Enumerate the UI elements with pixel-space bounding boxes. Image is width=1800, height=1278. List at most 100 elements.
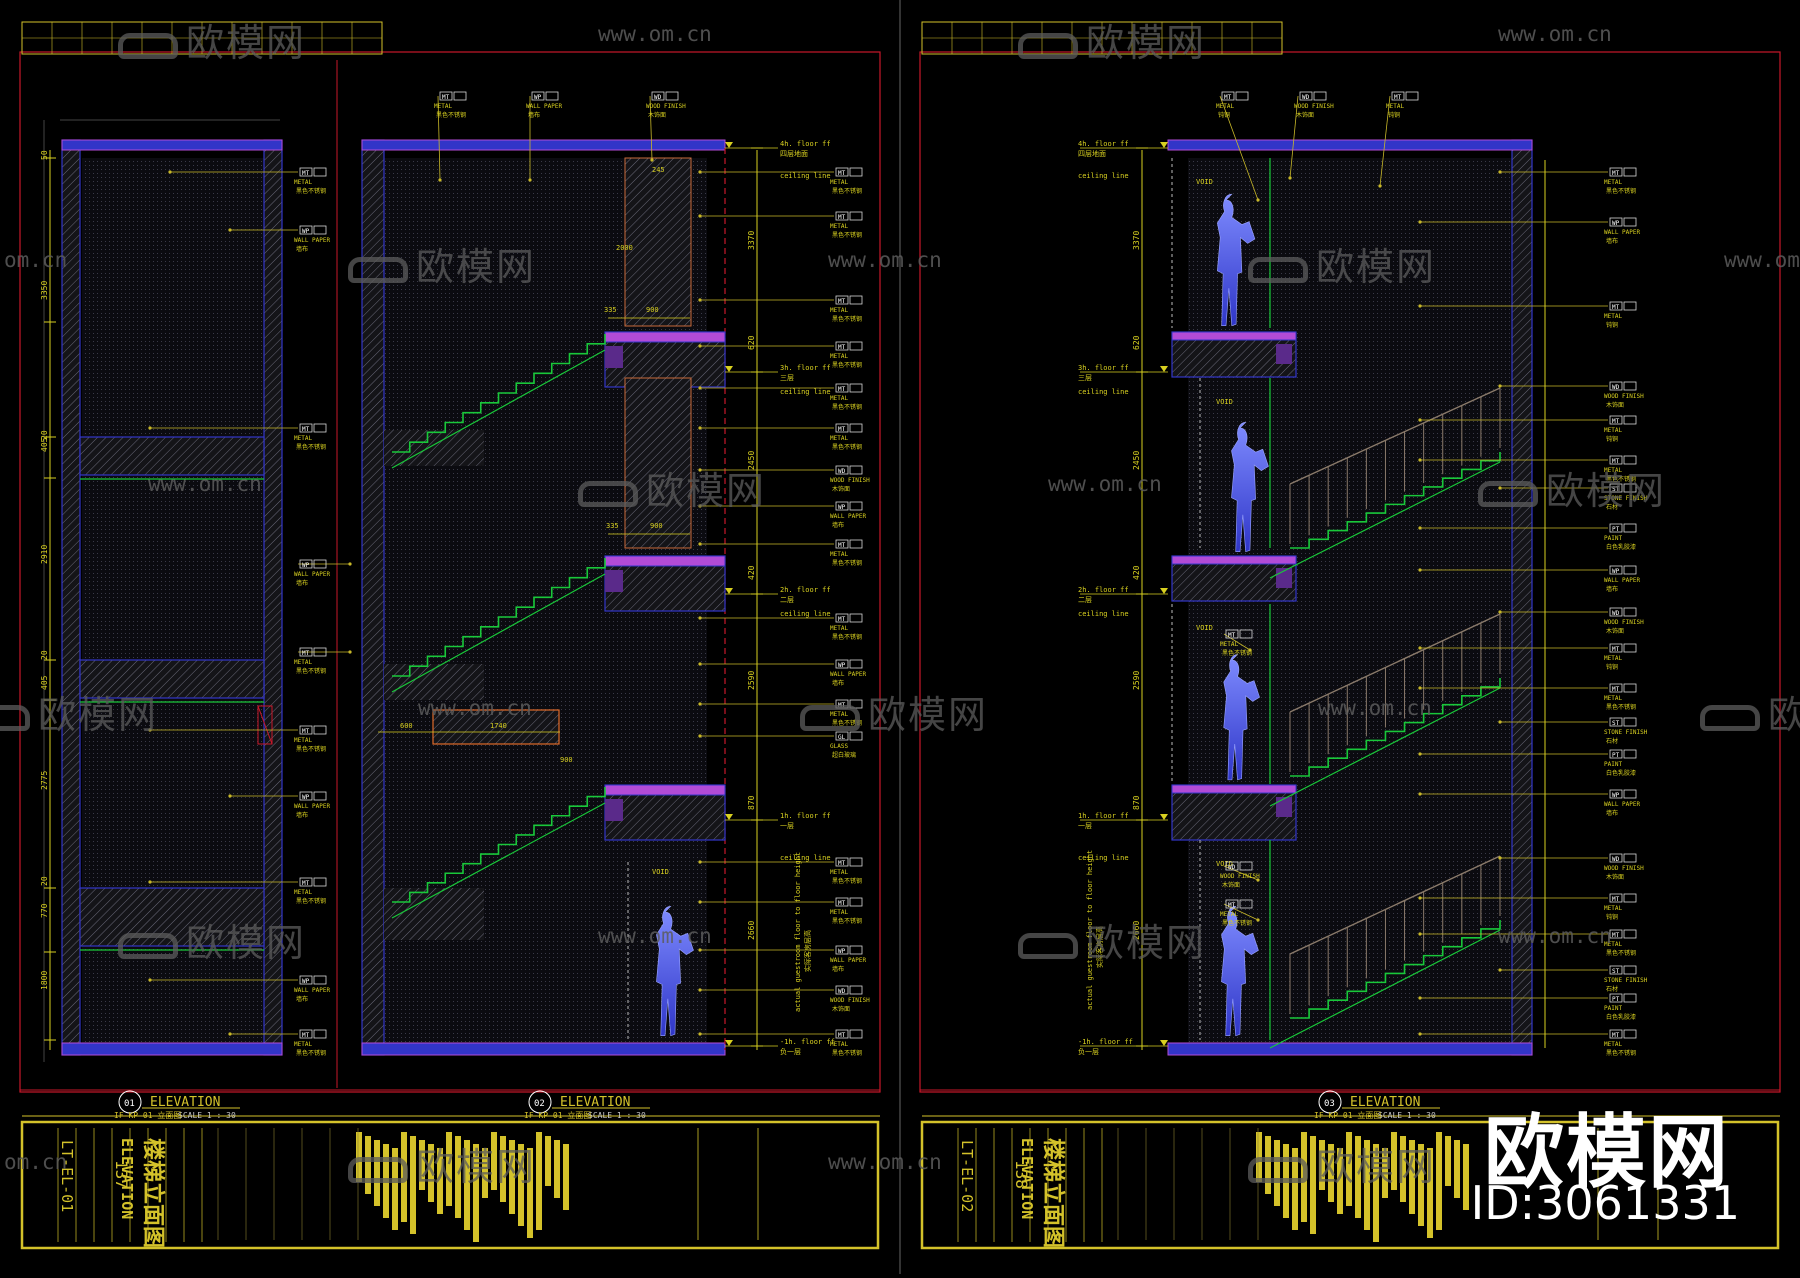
material-code-box: [439, 91, 453, 101]
material-name: METAL: [1604, 695, 1622, 702]
dimension-value: 245: [652, 166, 665, 174]
material-name: METAL: [830, 353, 848, 360]
title-text-block: [1445, 1136, 1451, 1186]
material-index-box: [1623, 929, 1637, 939]
material-name-cn: 黑色不锈钢: [1606, 703, 1636, 711]
leader-dot-icon: [698, 1032, 702, 1036]
material-name: WALL PAPER: [830, 513, 867, 520]
material-name: METAL: [1604, 427, 1622, 434]
dimension-value: 20: [40, 876, 49, 886]
material-name: WOOD FINISH: [1604, 393, 1644, 400]
view-number: 02: [534, 1099, 545, 1109]
material-name-cn: 墙布: [296, 995, 308, 1003]
ceiling-label: ceiling line: [780, 172, 831, 180]
material-name-cn: 黑色不锈钢: [832, 361, 862, 369]
material-name-cn: 石材: [1606, 737, 1618, 745]
material-name: GLASS: [830, 743, 848, 750]
material-index-box: [849, 1029, 863, 1039]
leader-dot-icon: [1498, 610, 1502, 614]
level-label-cn: 一层: [780, 822, 794, 830]
title-text-block: [500, 1136, 506, 1202]
level-marker-icon: [725, 588, 733, 594]
material-name-cn: 木饰面: [1606, 401, 1624, 409]
dimension-value: 620: [747, 335, 756, 350]
watermark-model-id: ID:3061331: [1470, 1176, 1740, 1230]
material-name-cn: 钝铜: [1606, 913, 1618, 921]
view-tag-circle: [1318, 1090, 1342, 1114]
material-name: PAINT: [1604, 1005, 1622, 1012]
material-name-cn: 钝铜: [1606, 435, 1618, 443]
leader-line: [1219, 95, 1259, 201]
title-text-block: [374, 1140, 380, 1206]
leader-dot-icon: [698, 988, 702, 992]
material-name: WALL PAPER: [526, 103, 563, 110]
material-code: MT: [838, 616, 846, 623]
material-code-box: [835, 167, 849, 177]
level-marker-icon: [725, 142, 733, 148]
material-name-cn: 黑色不锈钢: [832, 403, 862, 411]
material-code: WP: [1612, 792, 1620, 799]
material-name: WOOD FINISH: [1604, 619, 1644, 626]
level-label: 3h. floor ff: [780, 364, 831, 372]
stair-soffit: [1269, 687, 1501, 807]
material-code: MT: [838, 386, 846, 393]
material-index-box: [1239, 899, 1253, 909]
dimension-value: 20: [40, 430, 49, 440]
leader-dot-icon: [1498, 384, 1502, 388]
material-name-cn: 黑色不锈钢: [1606, 187, 1636, 195]
material-name-cn: 白色乳胶漆: [1606, 1013, 1636, 1021]
bottom-slab: [361, 1042, 726, 1056]
level-marker-icon: [1160, 814, 1168, 820]
material-name: STONE FINISH: [1604, 495, 1648, 502]
material-code-box: [299, 791, 313, 801]
watermark-brand: 欧模网: [1248, 236, 1436, 291]
material-index-box: [313, 559, 327, 569]
material-code-box: [1391, 91, 1405, 101]
level-label: -1h. floor ff: [780, 1038, 835, 1046]
leader-dot-icon: [1498, 720, 1502, 724]
material-code-box: [1609, 301, 1623, 311]
material-name-cn: 钝铜: [1606, 663, 1618, 671]
material-index-box: [1623, 749, 1637, 759]
title-text-block: [1310, 1136, 1316, 1234]
title-text-block: [365, 1136, 371, 1194]
sofa-logo-icon: [1018, 932, 1078, 959]
material-code: PT: [1612, 526, 1620, 533]
material-code: PT: [1612, 752, 1620, 759]
title-text-block: [1328, 1144, 1334, 1202]
dimension-value: 405: [40, 675, 49, 690]
ceiling-label: ceiling line: [780, 854, 831, 862]
watermark-url: www.om.cn: [418, 696, 532, 720]
material-index-box: [1623, 1029, 1637, 1039]
material-code-box: [1609, 1029, 1623, 1039]
material-index-box: [849, 539, 863, 549]
ceiling-label: ceiling line: [1078, 172, 1129, 180]
material-code: MT: [1612, 646, 1620, 653]
leader-line: [649, 95, 653, 161]
leader-dot-icon: [1248, 648, 1252, 652]
leader-dot-icon: [228, 228, 232, 232]
watermark-brand: 欧模网: [1478, 460, 1666, 515]
material-code-box: [835, 659, 849, 669]
watermark-url: om.cn: [4, 1150, 68, 1174]
material-index-box: [1623, 483, 1637, 493]
leader-dot-icon: [1418, 752, 1422, 756]
material-name: METAL: [434, 103, 452, 110]
material-code: WP: [534, 94, 542, 101]
material-code-box: [299, 1029, 313, 1039]
material-name: METAL: [294, 737, 312, 744]
material-code-box: [1609, 523, 1623, 533]
material-index-box: [1623, 415, 1637, 425]
title-text-block: [446, 1132, 452, 1206]
leader-dot-icon: [528, 178, 532, 182]
slab-band: [79, 659, 265, 699]
material-code-box: [1609, 415, 1623, 425]
material-code-box: [1609, 893, 1623, 903]
title-text-block: [1373, 1144, 1379, 1242]
title-text-block: [563, 1144, 569, 1210]
view-label: ELEVATION: [560, 1095, 630, 1110]
material-code-box: [835, 1029, 849, 1039]
material-code: WP: [1612, 568, 1620, 575]
dimension-value: 20: [40, 650, 49, 660]
